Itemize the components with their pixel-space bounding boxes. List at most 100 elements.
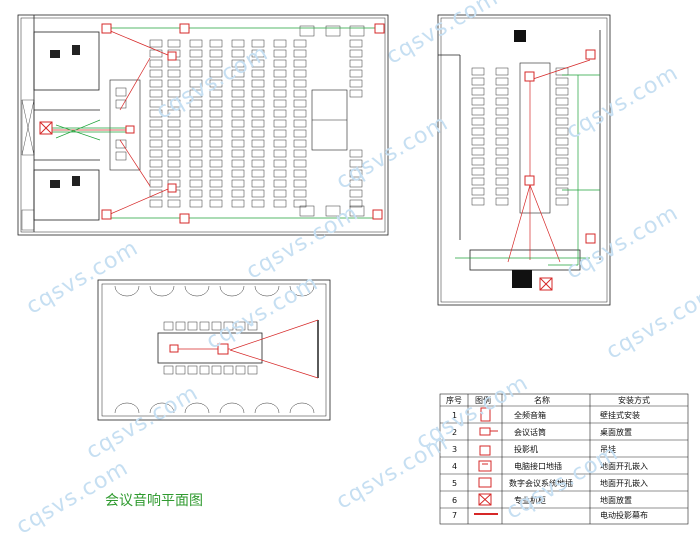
seat bbox=[209, 59, 223, 68]
seat bbox=[349, 25, 365, 37]
chair bbox=[495, 117, 509, 126]
seat bbox=[349, 49, 363, 58]
seat bbox=[189, 139, 203, 148]
seat bbox=[189, 129, 203, 138]
seat bbox=[273, 49, 287, 58]
meeting-room-plan bbox=[437, 14, 611, 306]
chair bbox=[471, 127, 485, 136]
boardroom-devices bbox=[169, 343, 229, 355]
legend-row-install: 地面放置 bbox=[600, 495, 632, 505]
seat bbox=[273, 129, 287, 138]
legend-row-name: 专业机柜 bbox=[514, 495, 546, 505]
legend-row-install: 吊挂 bbox=[600, 444, 616, 454]
seat bbox=[189, 189, 203, 198]
chair bbox=[471, 177, 485, 186]
chair bbox=[495, 107, 509, 116]
ceiling-light bbox=[254, 402, 280, 414]
chair bbox=[163, 321, 174, 331]
chair bbox=[495, 87, 509, 96]
seat bbox=[209, 139, 223, 148]
boardroom-plan bbox=[97, 279, 331, 421]
chair bbox=[495, 147, 509, 156]
chair bbox=[495, 137, 509, 146]
legend-row-install: 地面开孔嵌入 bbox=[600, 478, 648, 488]
chair bbox=[555, 137, 569, 146]
legend-header-no: 序号 bbox=[446, 395, 462, 405]
seat bbox=[167, 119, 181, 128]
seat bbox=[251, 89, 265, 98]
seat bbox=[231, 109, 245, 118]
seat bbox=[209, 89, 223, 98]
legend-row-install: 桌面放置 bbox=[600, 427, 632, 437]
seat bbox=[231, 69, 245, 78]
ceiling-light bbox=[254, 285, 280, 297]
seat bbox=[149, 199, 163, 208]
seat bbox=[273, 59, 287, 68]
seat bbox=[149, 59, 163, 68]
chair bbox=[471, 87, 485, 96]
auditorium-wall-hatching bbox=[21, 99, 35, 231]
seat bbox=[293, 109, 307, 118]
seat bbox=[149, 39, 163, 48]
seat bbox=[273, 79, 287, 88]
chair bbox=[555, 127, 569, 136]
legend-row-no: 6 bbox=[452, 496, 457, 505]
seat bbox=[209, 179, 223, 188]
ceiling-light bbox=[219, 285, 245, 297]
legend-row-no: 1 bbox=[452, 411, 457, 420]
chair bbox=[235, 365, 246, 375]
legend-row-name: 数字会议系统地插 bbox=[509, 478, 573, 488]
chair bbox=[555, 97, 569, 106]
chair bbox=[495, 167, 509, 176]
chair bbox=[555, 197, 569, 206]
chair bbox=[471, 157, 485, 166]
seat bbox=[273, 99, 287, 108]
legend-header-name: 名称 bbox=[534, 395, 550, 405]
seat bbox=[325, 205, 341, 217]
seat bbox=[189, 109, 203, 118]
auditorium-green-cables bbox=[48, 27, 380, 219]
seat bbox=[299, 25, 315, 37]
legend-row-lines bbox=[440, 422, 688, 509]
seat bbox=[189, 89, 203, 98]
legend-row-name: 电脑接口地插 bbox=[514, 461, 562, 471]
seat bbox=[189, 59, 203, 68]
chair bbox=[495, 127, 509, 136]
seat bbox=[273, 109, 287, 118]
legend-row-no: 3 bbox=[452, 445, 457, 454]
seat bbox=[251, 199, 265, 208]
boardroom-ceiling-lights bbox=[114, 285, 315, 414]
seat bbox=[149, 89, 163, 98]
seat bbox=[189, 79, 203, 88]
seat bbox=[231, 139, 245, 148]
seat bbox=[231, 159, 245, 168]
legend-row-no: 7 bbox=[452, 511, 457, 520]
seat bbox=[149, 49, 163, 58]
chair bbox=[555, 117, 569, 126]
seat bbox=[167, 59, 181, 68]
seat bbox=[209, 169, 223, 178]
chair bbox=[471, 147, 485, 156]
legend-row-name: 会议话筒 bbox=[514, 427, 546, 437]
seat bbox=[231, 189, 245, 198]
seat bbox=[189, 69, 203, 78]
auditorium-desks bbox=[50, 45, 80, 188]
seat bbox=[293, 159, 307, 168]
projector-icon bbox=[479, 445, 491, 456]
seat bbox=[149, 159, 163, 168]
meeting-room-chairs bbox=[471, 67, 569, 206]
equipment-rack-icon bbox=[478, 493, 492, 506]
seat bbox=[149, 169, 163, 178]
seat bbox=[149, 99, 163, 108]
seat bbox=[209, 109, 223, 118]
ceiling-light bbox=[149, 285, 175, 297]
chair bbox=[555, 147, 569, 156]
chair bbox=[495, 197, 509, 206]
seat bbox=[167, 159, 181, 168]
seat bbox=[273, 119, 287, 128]
seat bbox=[251, 149, 265, 158]
seat bbox=[167, 69, 181, 78]
legend-row-no: 2 bbox=[452, 428, 457, 437]
seat bbox=[273, 149, 287, 158]
seat bbox=[231, 99, 245, 108]
